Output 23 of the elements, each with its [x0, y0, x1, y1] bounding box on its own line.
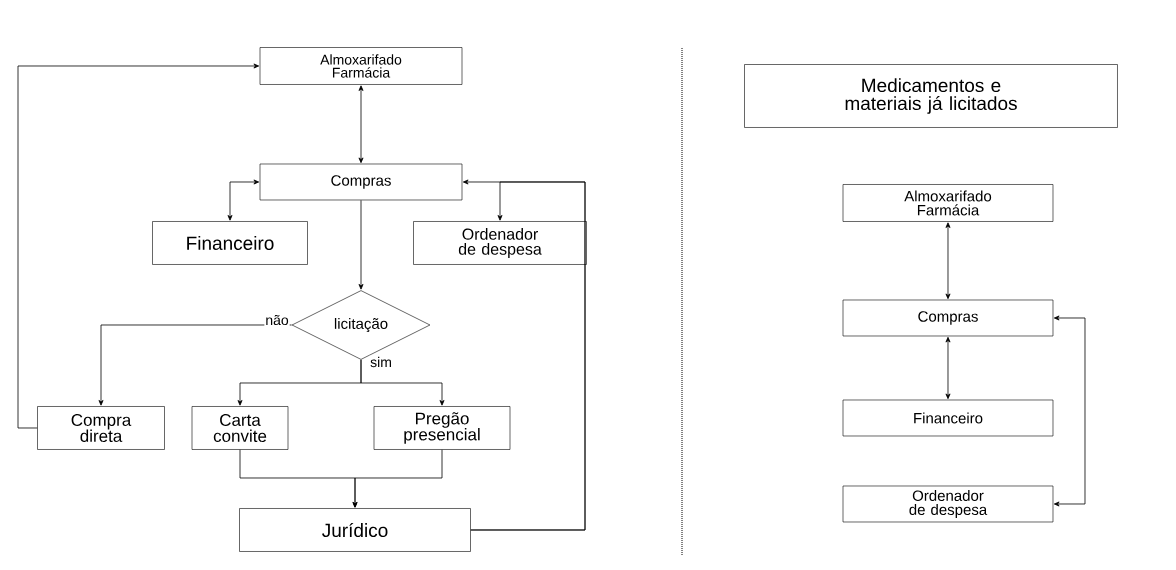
arrow	[358, 199, 364, 290]
process-box: Financeiro	[842, 399, 1054, 437]
arrow	[17, 63, 260, 429]
arrow	[1053, 315, 1086, 507]
process-box: Pregão presencial	[373, 406, 511, 450]
process-box: Ordenador de despesa	[842, 485, 1054, 523]
process-box: Compras	[842, 299, 1054, 337]
heading-box: Medicamentos e materiais já licitados	[744, 64, 1118, 128]
process-box: Jurídico	[239, 508, 471, 552]
arrow	[352, 449, 443, 508]
arrow	[98, 324, 293, 406]
process-box: Financeiro	[152, 221, 308, 265]
arrow	[227, 179, 260, 221]
process-box: Almoxarifado Farmácia	[259, 47, 463, 85]
process-box: Compra direta	[37, 406, 165, 450]
arrow	[358, 85, 364, 164]
arrow	[945, 336, 951, 400]
process-box: Ordenador de despesa	[413, 221, 587, 265]
process-box: Almoxarifado Farmácia	[842, 184, 1054, 222]
arrow	[360, 359, 445, 406]
arrow	[945, 222, 951, 300]
process-box: Carta convite	[191, 406, 289, 450]
process-box: Compras	[259, 163, 463, 201]
